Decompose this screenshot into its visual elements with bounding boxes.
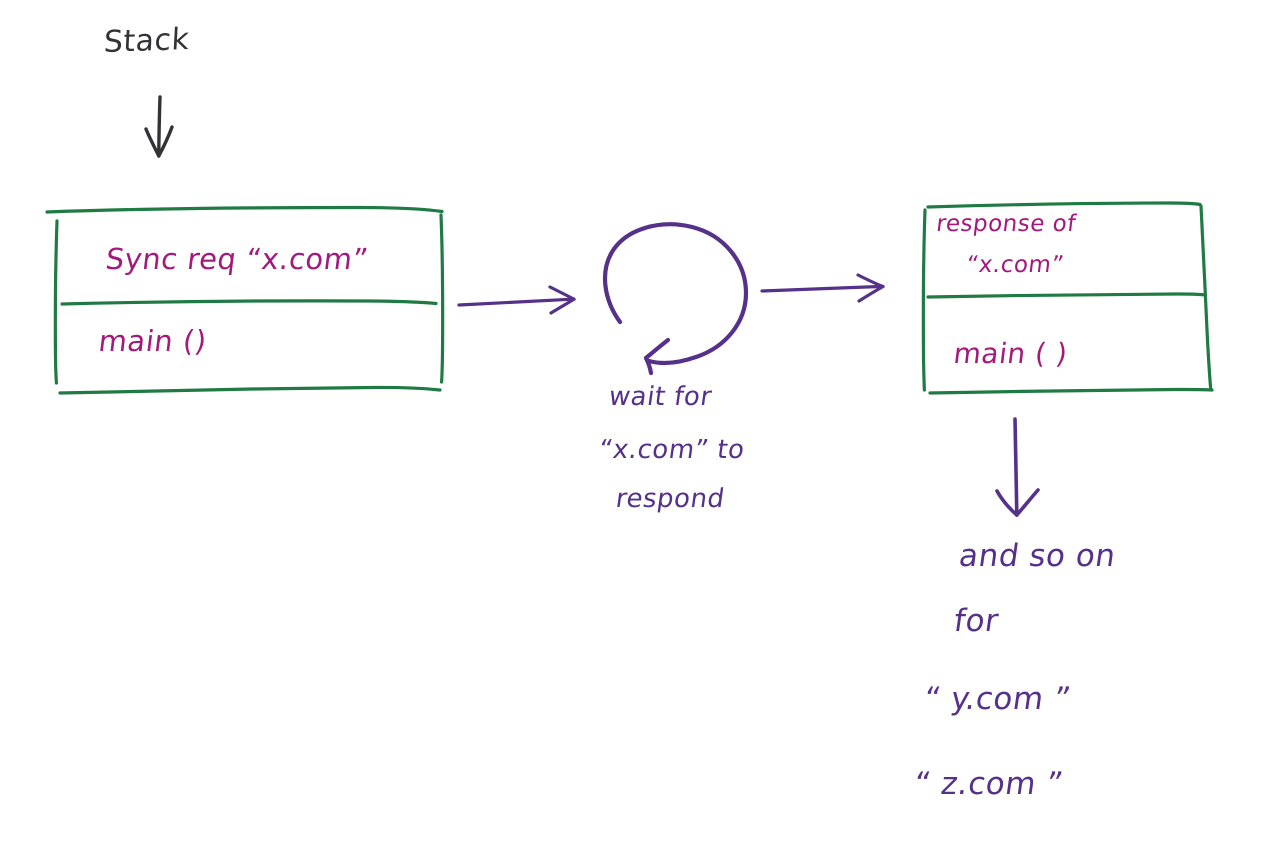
arrow-loop-to-right-box-icon — [760, 273, 885, 303]
tail-note-line-2: for — [951, 603, 1001, 639]
right-stack-frame-0-label-line2: “x.com” — [964, 252, 1066, 278]
tail-note-line-4: “ z.com ” — [911, 766, 1066, 802]
left-stack-frame-0-label: Sync req “x.com” — [103, 242, 371, 276]
loop-caption-line-2: “x.com” to — [596, 435, 747, 465]
loop-caption-line-1: wait for — [606, 382, 714, 412]
arrow-left-box-to-loop-icon — [457, 285, 576, 315]
left-stack-box-outline — [45, 205, 445, 395]
tail-note-line-1: and so on — [956, 538, 1119, 574]
tail-note-line-3: “ y.com ” — [921, 681, 1074, 717]
stack-title-label: Stack — [102, 21, 191, 61]
left-stack-frame-1-label: main () — [96, 324, 209, 358]
arrow-right-box-to-note-icon — [995, 417, 1040, 517]
right-stack-frame-1-label: main ( ) — [951, 337, 1070, 370]
blocking-wait-loop-icon — [603, 222, 749, 376]
right-stack-frame-0-label-line1: response of — [934, 211, 1078, 237]
loop-caption-line-3: respond — [613, 484, 727, 514]
stack-pointer-arrow-icon — [144, 95, 174, 158]
right-stack-box-outline — [921, 201, 1214, 395]
